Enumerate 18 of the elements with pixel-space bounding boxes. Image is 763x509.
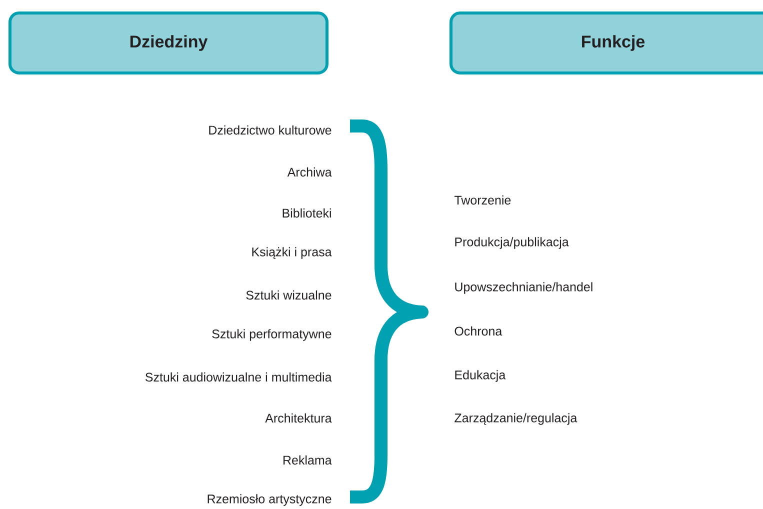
list-item: Reklama bbox=[284, 455, 332, 465]
list-item: Zarządzanie/regulacja bbox=[454, 413, 578, 425]
list-item: Archiwa bbox=[287, 167, 332, 177]
list-item: Rzemiosło artystyczne bbox=[208, 494, 332, 506]
list-item: Edukacja bbox=[455, 370, 506, 382]
list-item: Tworzenie bbox=[454, 195, 511, 205]
list-item: Książki i prasa bbox=[252, 247, 332, 259]
list-item: Produkcja/publikacja bbox=[455, 237, 569, 249]
list-item: Ochrona bbox=[454, 326, 502, 336]
list-item: Sztuki wizualne bbox=[246, 290, 332, 300]
list-item: Architektura bbox=[265, 413, 332, 423]
header-box: Funkcje bbox=[450, 12, 763, 74]
list-item: Biblioteki bbox=[282, 208, 331, 218]
header-box: Dziedziny bbox=[8, 12, 328, 74]
list-item: Sztuki audiowizualne i multimedia bbox=[145, 372, 332, 382]
list-item: Dziedzictwo kulturowe bbox=[209, 125, 332, 135]
list-item: Upowszechnianie/handel bbox=[455, 282, 592, 294]
list-item: Sztuki performatywne bbox=[212, 329, 332, 341]
